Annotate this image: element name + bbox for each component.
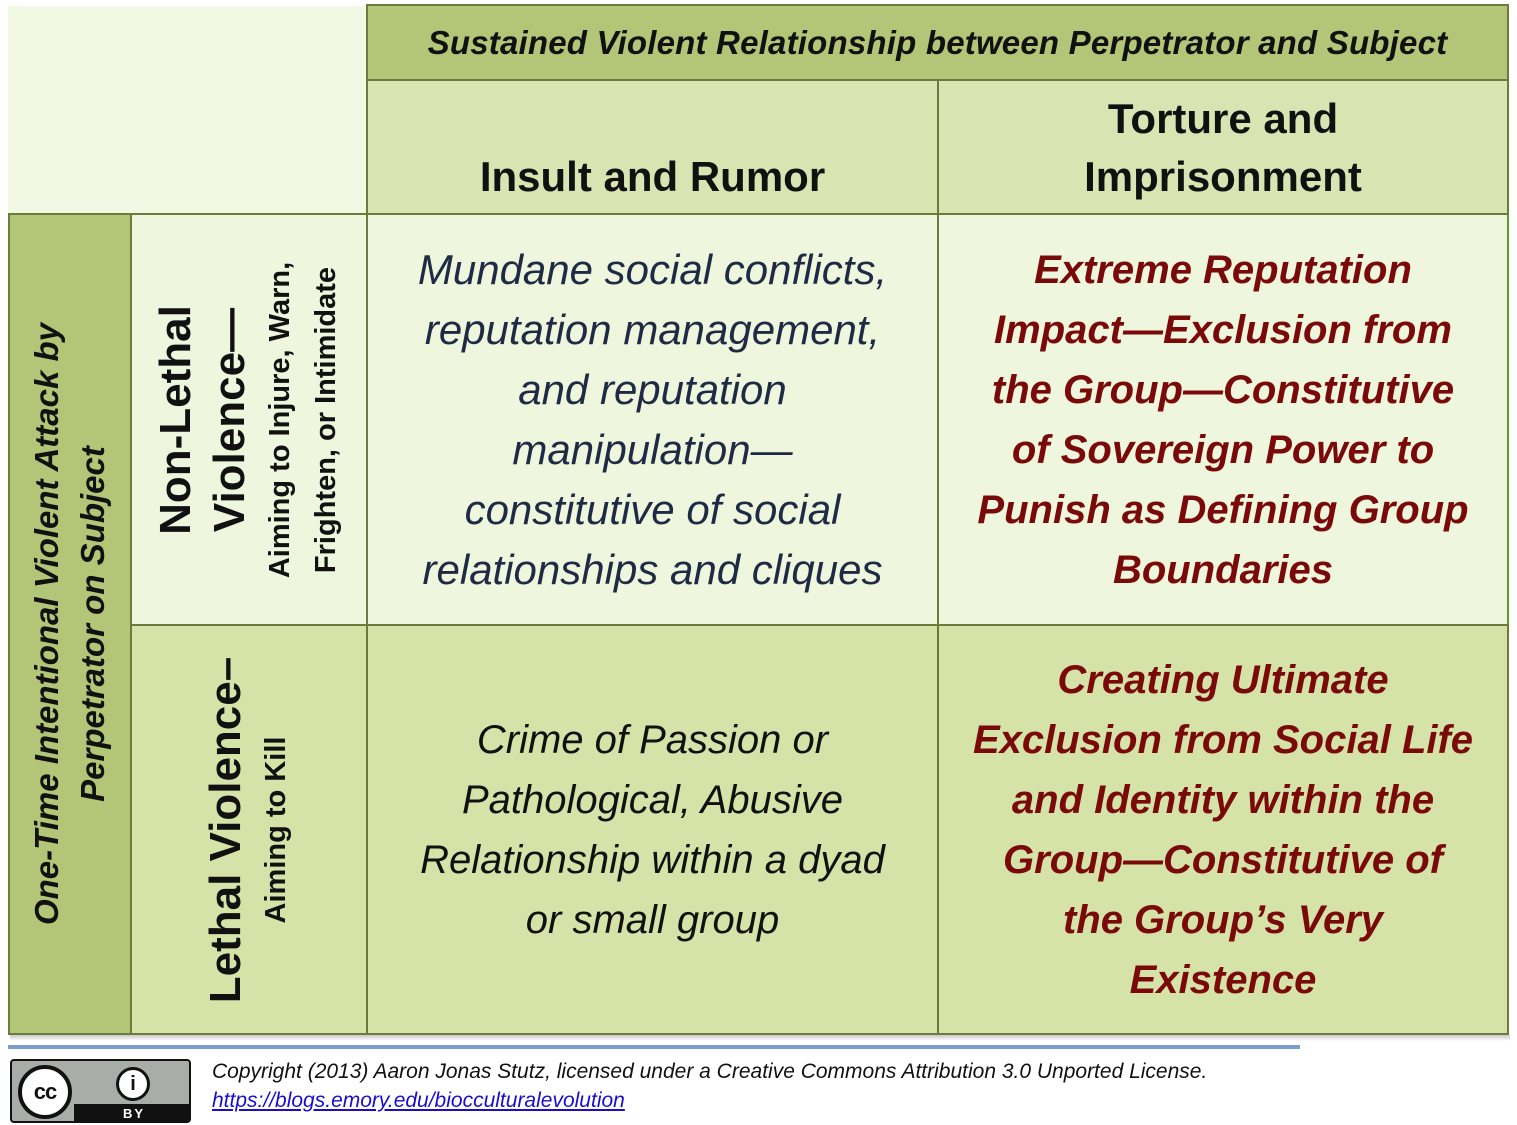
row-header-non-lethal: Non-Lethal Violence— Aiming to Injure, W… (130, 213, 368, 626)
creative-commons-by-icon[interactable]: BY cc i (10, 1059, 191, 1123)
cell-line: reputation management, (424, 305, 881, 353)
cell-nonlethal-torture: Extreme Reputation Impact—Exclusion from… (937, 213, 1509, 626)
cell-line: or small group (525, 897, 780, 942)
cell-line: relationships and cliques (422, 545, 883, 593)
row-header-sub: Aiming to Kill (260, 736, 292, 923)
cell-lethal-torture: Creating Ultimate Exclusion from Social … (937, 624, 1509, 1035)
cell-line: and Identity within the (1011, 777, 1435, 822)
column-header-torture-imprisonment: Torture and Imprisonment (937, 79, 1509, 216)
row-header-sub: Frighten, or Intimidate (310, 266, 342, 573)
cell-line: the Group’s Very (1062, 897, 1384, 942)
cell-line: Group—Constitutive of (1003, 837, 1443, 882)
column-header-label: Torture and (1107, 94, 1339, 142)
cell-line: Exclusion from Social Life (972, 717, 1474, 762)
footer-divider (8, 1045, 1300, 1049)
cell-nonlethal-insult: Mundane social conflicts, reputation man… (366, 213, 939, 626)
table-shadow (10, 1035, 1510, 1041)
row-group-header: One-Time Intentional Violent Attack by P… (8, 213, 132, 1035)
row-header-text: Lethal Violence– Aiming to Kill (199, 656, 299, 1002)
row-header-main: Violence— (205, 307, 254, 532)
cell-line: and reputation (518, 365, 787, 413)
row-header-main: Non-Lethal (151, 304, 200, 535)
cell-line: the Group—Constitutive (991, 367, 1455, 412)
cell-line: Pathological, Abusive (462, 777, 843, 822)
column-header-insult-rumor: Insult and Rumor (366, 79, 939, 216)
cell-line: constitutive of social (464, 485, 841, 533)
row-header-lethal: Lethal Violence– Aiming to Kill (130, 624, 368, 1035)
attribution-person-icon: i (116, 1067, 150, 1101)
row-header-main: Lethal Violence– (201, 656, 250, 1003)
cell-line: Boundaries (1112, 547, 1334, 592)
column-header-label: Imprisonment (1084, 152, 1362, 200)
cell-line: manipulation— (512, 425, 793, 473)
cell-line: Mundane social conflicts, (417, 245, 888, 293)
empty-corner-cell (8, 6, 368, 215)
cell-line: Existence (1129, 957, 1317, 1002)
row-group-title-line: One-Time Intentional Violent Attack by (28, 322, 65, 926)
cell-line: Extreme Reputation (1034, 247, 1412, 292)
row-header-text: Non-Lethal Violence— Aiming to Injure, W… (149, 261, 349, 577)
by-strip: BY (74, 1104, 189, 1121)
blog-link[interactable]: https://blogs.emory.edu/biocculturalevol… (212, 1089, 625, 1112)
column-header-label: Insult and Rumor (479, 153, 826, 200)
cell-line: Crime of Passion or (476, 717, 829, 762)
row-group-title: One-Time Intentional Violent Attack by P… (24, 323, 116, 925)
cell-line: of Sovereign Power to (1011, 427, 1435, 472)
row-group-title-line: Perpetrator on Subject (74, 446, 111, 802)
cc-label: cc (33, 1079, 58, 1104)
copyright-notice: Copyright (2013) Aaron Jonas Stutz, lice… (212, 1060, 1208, 1083)
by-label: BY (122, 1106, 146, 1121)
column-group-header: Sustained Violent Relationship between P… (366, 4, 1509, 81)
cell-line: Punish as Defining Group (977, 487, 1469, 532)
row-header-sub: Aiming to Injure, Warn, (264, 261, 296, 578)
cc-logo-icon: cc (18, 1065, 72, 1119)
cell-lethal-insult: Crime of Passion or Pathological, Abusiv… (366, 624, 939, 1035)
person-glyph: i (130, 1072, 136, 1095)
column-group-title: Sustained Violent Relationship between P… (427, 23, 1448, 61)
cell-line: Impact—Exclusion from (994, 307, 1452, 352)
cell-line: Relationship within a dyad (420, 837, 885, 882)
cell-line: Creating Ultimate (1057, 657, 1389, 702)
